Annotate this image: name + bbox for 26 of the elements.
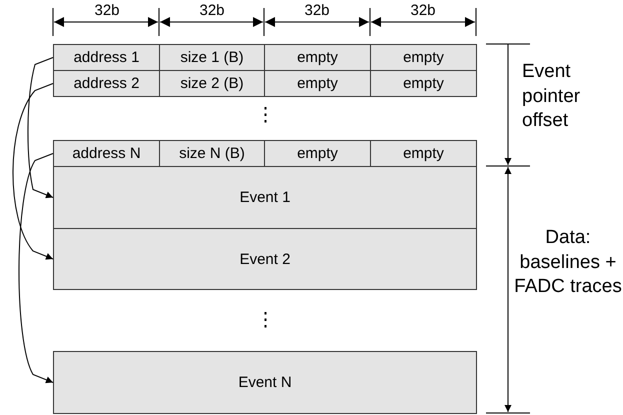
event-block: Event N: [53, 351, 477, 414]
pointer-arrow: [18, 153, 54, 384]
bit-width-label: 32b: [409, 2, 437, 20]
section-label: Data: baselines + FADC traces: [514, 226, 622, 300]
ellipsis-mark: ⋮: [256, 309, 272, 333]
pointer-arrow: [12, 83, 54, 260]
empty-cell: empty: [264, 44, 371, 71]
address-cell: address 2: [53, 70, 160, 97]
section-label: Event pointer offset: [522, 60, 582, 134]
empty-cell: empty: [370, 44, 477, 71]
bit-width-label: 32b: [198, 2, 226, 20]
empty-cell: empty: [264, 140, 371, 167]
pointer-arrow: [28, 57, 54, 198]
size-cell: size 2 (B): [159, 70, 265, 97]
empty-cell: empty: [370, 70, 477, 97]
size-cell: size 1 (B): [159, 44, 265, 71]
address-cell: address 1: [53, 44, 160, 71]
ellipsis-mark: ⋮: [256, 104, 272, 128]
address-cell: address N: [53, 140, 160, 167]
empty-cell: empty: [264, 70, 371, 97]
event-block: Event 1: [53, 166, 477, 229]
bit-width-label: 32b: [93, 2, 121, 20]
empty-cell: empty: [370, 140, 477, 167]
event-block: Event 2: [53, 228, 477, 290]
size-cell: size N (B): [159, 140, 265, 167]
bit-width-label: 32b: [303, 2, 331, 20]
